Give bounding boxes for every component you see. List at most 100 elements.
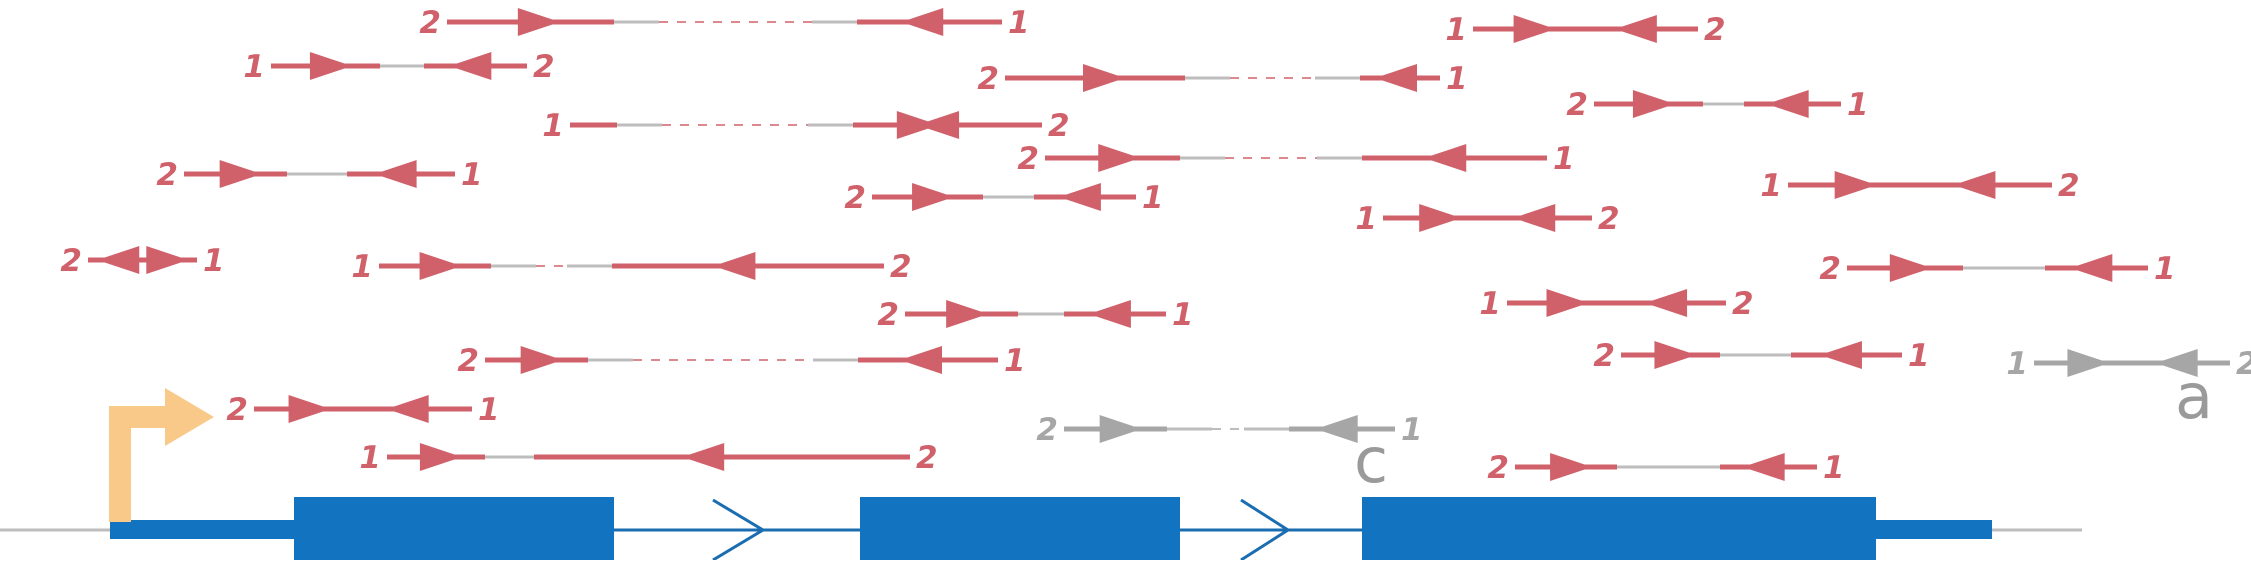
tss-stem <box>109 406 172 522</box>
read-2-arrowhead <box>900 346 942 374</box>
read-2-arrowhead <box>1645 289 1688 317</box>
read-end-label-left: 1 <box>1479 286 1501 322</box>
read-2-arrowhead <box>386 395 429 423</box>
gene-model <box>0 497 2082 562</box>
read-1-arrowhead <box>1513 15 1556 43</box>
read-2-arrowhead <box>1614 15 1657 43</box>
read-2-arrowhead <box>1424 144 1467 172</box>
read-2-arrowhead <box>1375 64 1417 92</box>
read-2-arrowhead <box>901 8 944 36</box>
read-end-label-right: 1 <box>1004 343 1026 379</box>
read-2-arrowhead <box>1315 415 1358 443</box>
read-end-label-right: 1 <box>1008 5 1030 41</box>
read-end-label-left: 1 <box>1445 12 1467 48</box>
read-end-label-right: 1 <box>1401 412 1423 448</box>
read-2-arrowhead <box>1953 171 1996 199</box>
read-1-arrowhead <box>97 246 140 274</box>
read-end-label-left: 1 <box>542 108 564 144</box>
read-end-label-right: 2 <box>2058 168 2080 204</box>
read-end-label-left: 2 <box>1036 412 1058 448</box>
read-2-arrowhead <box>682 443 725 471</box>
read-1-arrowhead <box>1550 453 1593 481</box>
label-c: c <box>1354 424 1388 497</box>
read-2-arrowhead <box>2070 254 2113 282</box>
read-end-label-right: 1 <box>1446 61 1468 97</box>
read-2-arrowhead <box>1058 183 1101 211</box>
read-end-label-right: 1 <box>1823 450 1845 486</box>
read-end-label-left: 2 <box>977 61 999 97</box>
read-2-arrowhead <box>449 52 492 80</box>
read-1-arrowhead <box>912 183 955 211</box>
read-end-label-left: 1 <box>359 440 381 476</box>
read-end-label-right: 1 <box>478 392 500 428</box>
read-end-label-left: 2 <box>226 392 248 428</box>
read-end-label-right: 1 <box>461 157 483 193</box>
read-2-arrowhead <box>2155 349 2198 377</box>
read-1-arrowhead <box>2067 349 2110 377</box>
read-1-arrowhead <box>1546 289 1589 317</box>
read-end-label-left: 2 <box>1819 251 1841 287</box>
read-1-arrowhead <box>517 8 560 36</box>
read-end-label-left: 2 <box>1593 338 1615 374</box>
read-end-label-left: 1 <box>1355 201 1377 237</box>
read-1-arrowhead <box>1419 204 1462 232</box>
read-2-arrowhead <box>1819 341 1862 369</box>
read-end-label-left: 1 <box>243 49 265 85</box>
read-end-label-right: 1 <box>2154 251 2176 287</box>
read-1-arrowhead <box>896 111 939 139</box>
read-1-arrowhead <box>419 252 462 280</box>
read-end-label-left: 2 <box>844 180 866 216</box>
read-end-label-right: 1 <box>1142 180 1164 216</box>
utr-3prime <box>1874 520 1992 539</box>
read-pair-20: 12 <box>2006 346 2251 382</box>
read-pairs: 2112122121122121211212211221122121211221… <box>60 5 2251 486</box>
read-2-arrowhead <box>1742 453 1785 481</box>
read-end-label-right: 2 <box>1732 286 1754 322</box>
read-1-arrowhead <box>309 52 352 80</box>
intron-2-direction-chevron <box>1240 498 1291 562</box>
read-end-label-right: 1 <box>1553 141 1575 177</box>
read-end-label-left: 2 <box>877 297 899 333</box>
read-1-arrowhead <box>1654 341 1697 369</box>
read-end-label-right: 2 <box>916 440 938 476</box>
read-end-label-right: 1 <box>203 243 225 279</box>
read-1-arrowhead <box>1099 415 1142 443</box>
read-end-label-right: 2 <box>533 49 555 85</box>
intron-1-direction-chevron <box>712 498 766 562</box>
read-end-label-right: 2 <box>1598 201 1620 237</box>
read-end-label-left: 2 <box>1017 141 1039 177</box>
exon-2 <box>860 497 1180 560</box>
read-1-arrowhead <box>520 346 563 374</box>
read-1-arrowhead <box>1889 254 1932 282</box>
read-end-label-left: 2 <box>1487 450 1509 486</box>
read-end-label-left: 2 <box>457 343 479 379</box>
read-2-arrowhead <box>1766 90 1809 118</box>
read-end-label-left: 2 <box>60 243 82 279</box>
read-1-arrowhead <box>219 160 262 188</box>
read-1-arrowhead <box>1632 90 1675 118</box>
read-end-label-left: 1 <box>351 249 373 285</box>
read-end-label-right: 2 <box>890 249 912 285</box>
read-pair-7 <box>870 111 1042 139</box>
read-2-arrowhead <box>1513 204 1556 232</box>
